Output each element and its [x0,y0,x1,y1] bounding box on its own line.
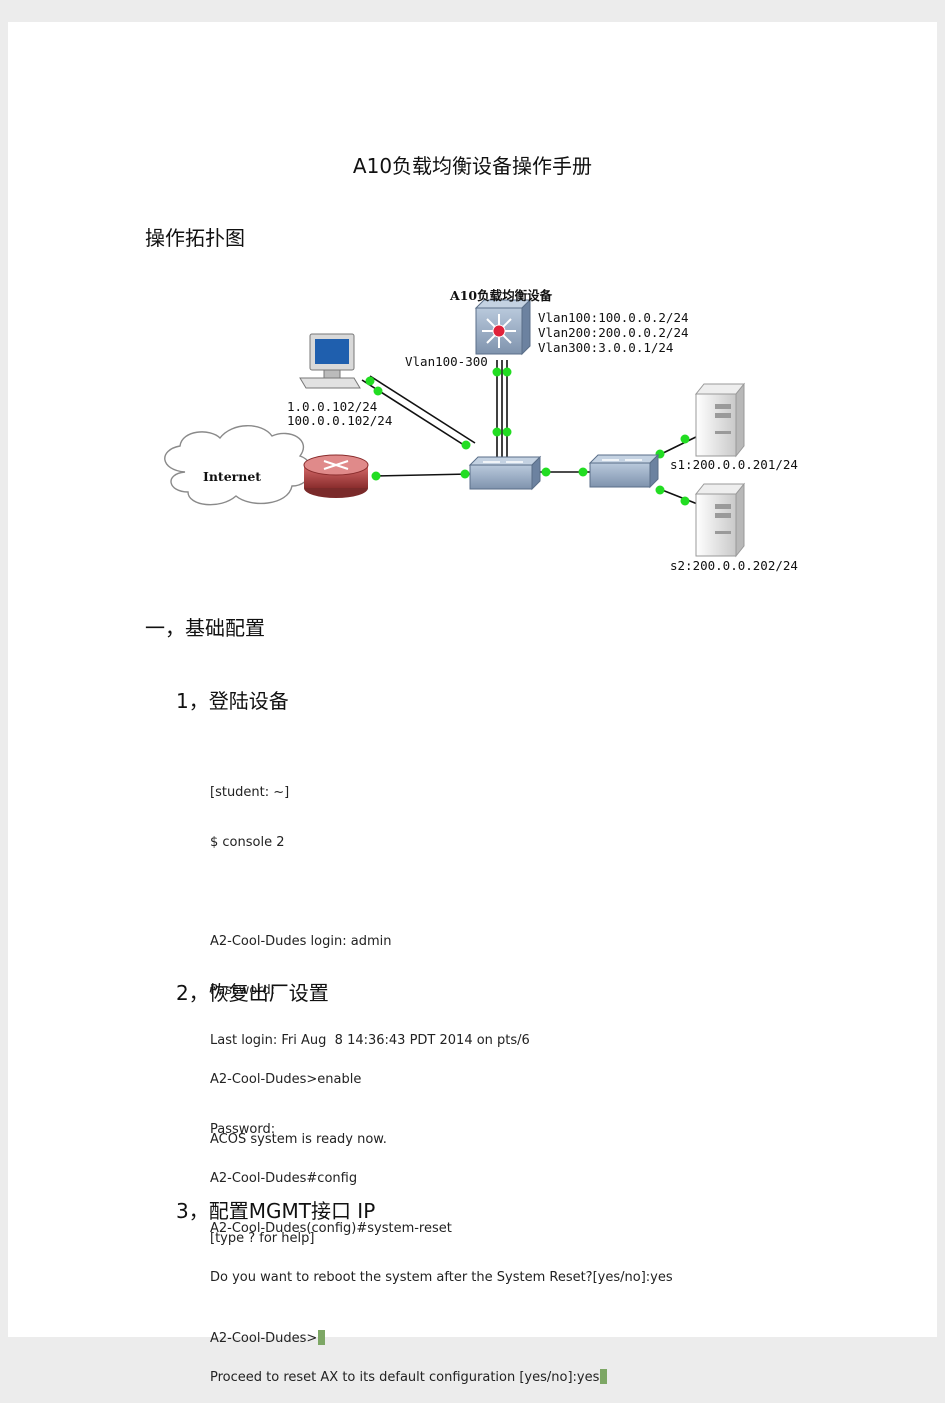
terminal-line [210,1320,673,1337]
access-switch-icon [588,453,660,489]
section-heading-basic-config: 一，基础配置 [145,616,265,640]
terminal-cursor [600,1369,608,1384]
link-dots [365,367,690,506]
server-2-label: s2:200.0.0.202/24 [670,558,798,573]
pc-ip-2: 100.0.0.102/24 [287,413,392,428]
terminal-line: ACOS system is ready now. [210,1131,387,1147]
terminal-line: A2-Cool-Dudes(config)#system-reset [210,1220,452,1236]
document-title: A10负载均衡设备操作手册 [352,154,593,178]
terminal-line: A2-Cool-Dudes#config [210,1171,358,1186]
terminal-line: A2-Cool-Dudes>enable [210,1072,362,1087]
terminal-line: Password: [210,983,276,998]
internet-label: Internet [203,469,261,484]
vlan-label-3: Vlan300:3.0.0.1/24 [538,340,673,355]
a10-device-icon [474,298,532,356]
internet-cloud-icon [164,425,312,506]
server-2-icon [694,482,746,558]
terminal-line: A2-Cool-Dudes login: admin [210,933,392,949]
topology-heading: 操作拓扑图 [145,226,245,250]
pc-icon [299,333,361,389]
terminal-line: Last login: Fri Aug 8 14:36:43 PDT 2014 … [210,1032,530,1048]
server-1-label: s1:200.0.0.201/24 [670,457,798,472]
step-heading-factory-reset: 2，恢复出厂设置 [176,981,329,1005]
step-heading-login: 1，登陆设备 [176,689,289,713]
vlan-label-2: Vlan200:200.0.0.2/24 [538,325,689,340]
terminal-line [210,884,530,901]
terminal-line: Do you want to reboot the system after t… [210,1270,673,1285]
terminal-line: [type ? for help] [210,1230,315,1246]
terminal-line: $ console 2 [210,834,285,850]
terminal-line: Password: [210,1121,276,1137]
device-label: A10负载均衡设备 [449,288,553,303]
server-1-icon [694,382,746,458]
trunk-label: Vlan100-300 [405,354,488,369]
topology-diagram: A10负载均衡设备 Vlan100:100.0.0.2/24 Vlan200:2… [164,288,798,573]
pc-ip-1: 1.0.0.102/24 [287,399,377,414]
vlan-label-1: Vlan100:100.0.0.2/24 [538,310,689,325]
terminal-prompt: Proceed to reset AX to its default confi… [210,1370,600,1385]
terminal-line: [student: ~] [210,785,290,800]
document-page [8,22,937,1337]
router-icon [303,454,369,498]
step-heading-mgmt-ip: 3，配置MGMT接口 IP [176,1199,376,1223]
core-switch-icon [468,455,542,491]
